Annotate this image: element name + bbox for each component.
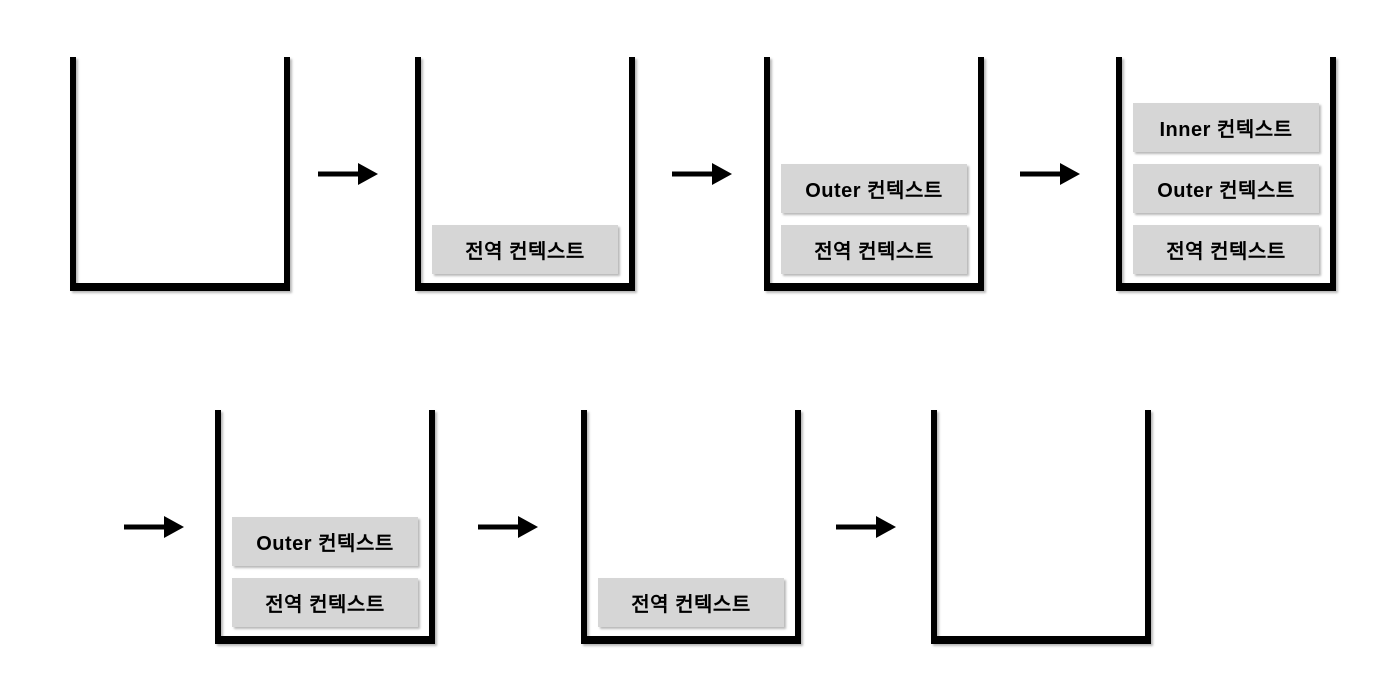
call-stack-stage-7-empty: [931, 410, 1151, 644]
arrow-right-icon: [1020, 163, 1080, 185]
flow-arrow-icon: [318, 161, 378, 187]
call-stack-stage-1-empty: [70, 57, 290, 291]
context-box-outer: Outer 컨텍스트: [781, 164, 967, 213]
context-box-global: 전역 컨텍스트: [781, 225, 967, 274]
call-stack-stage-6: 전역 컨텍스트: [581, 410, 801, 644]
arrow-right-icon: [318, 163, 378, 185]
call-stack-stage-5: Outer 컨텍스트 전역 컨텍스트: [215, 410, 435, 644]
context-box-outer: Outer 컨텍스트: [232, 517, 418, 566]
call-stack-stage-2: 전역 컨텍스트: [415, 57, 635, 291]
flow-arrow-icon: [672, 161, 732, 187]
context-box-global: 전역 컨텍스트: [232, 578, 418, 627]
arrow-right-icon: [478, 516, 538, 538]
context-box-inner: Inner 컨텍스트: [1133, 103, 1319, 152]
arrow-right-icon: [672, 163, 732, 185]
flow-arrow-icon: [478, 514, 538, 540]
flow-arrow-icon: [124, 514, 184, 540]
call-stack-stage-3: Outer 컨텍스트 전역 컨텍스트: [764, 57, 984, 291]
context-box-global: 전역 컨텍스트: [1133, 225, 1319, 274]
context-box-global: 전역 컨텍스트: [432, 225, 618, 274]
flow-arrow-icon: [1020, 161, 1080, 187]
context-box-outer: Outer 컨텍스트: [1133, 164, 1319, 213]
arrow-right-icon: [836, 516, 896, 538]
context-box-global: 전역 컨텍스트: [598, 578, 784, 627]
flow-arrow-icon: [836, 514, 896, 540]
call-stack-stage-4: Inner 컨텍스트 Outer 컨텍스트 전역 컨텍스트: [1116, 57, 1336, 291]
arrow-right-icon: [124, 516, 184, 538]
